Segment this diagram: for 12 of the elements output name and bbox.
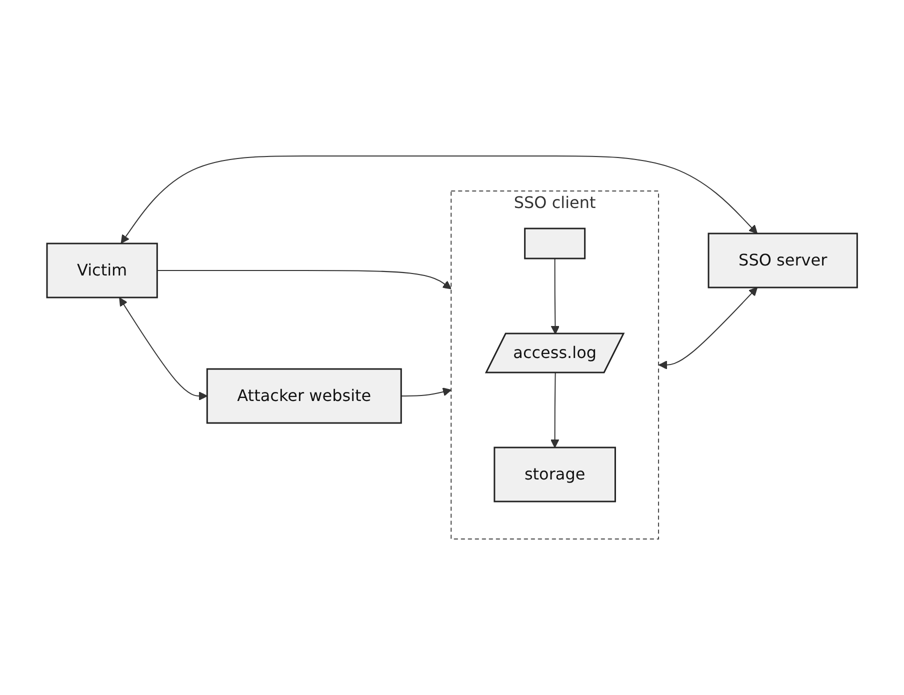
node-box xyxy=(524,228,586,260)
node-box: SSO server xyxy=(708,232,858,288)
arrow xyxy=(156,270,452,290)
arrow xyxy=(550,372,560,448)
arrow xyxy=(120,156,758,244)
node-box: Victim xyxy=(46,242,158,298)
arrow xyxy=(550,258,560,334)
arrow xyxy=(658,287,758,370)
node-box: Attacker website xyxy=(206,368,402,424)
node-box: storage xyxy=(494,446,616,502)
arrow xyxy=(400,388,452,396)
arrow xyxy=(119,297,208,400)
